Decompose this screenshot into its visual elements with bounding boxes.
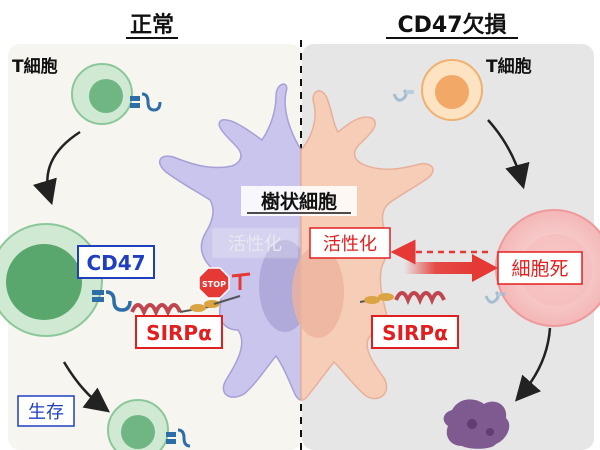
t-cell-middle-left <box>0 223 103 337</box>
dendritic-label-bg <box>241 186 357 216</box>
label-cell-death: 細胞死 <box>511 258 568 280</box>
label-cd47: CD47 <box>86 251 145 275</box>
stop-sign-icon: STOP <box>198 267 230 299</box>
sirpa-receptor-right <box>359 291 446 306</box>
label-sirpa-right: SIRPα <box>382 321 448 345</box>
dendritic-cell-left <box>158 83 302 401</box>
sirpa-receptor-left <box>130 295 241 318</box>
inhibition-icon <box>231 272 251 290</box>
arrow-t-cell-right-down <box>487 119 530 190</box>
t-cell-top-right <box>421 59 483 121</box>
free-cd47-fragment-top <box>392 88 414 102</box>
activation-left-box <box>211 227 299 259</box>
bold-arrow-to-cell-death <box>404 254 498 282</box>
sirpa-right-box <box>371 315 459 349</box>
cd47-receptor <box>92 290 132 312</box>
label-sirpa-left: SIRPα <box>146 321 212 345</box>
label-activation-left: 活性化 <box>228 234 282 255</box>
arrow-dying-to-dead <box>515 327 552 402</box>
label-t-cell-left: T細胞 <box>12 56 58 77</box>
stop-sign-label: STOP <box>202 280 226 289</box>
cd47-label-box <box>77 245 155 279</box>
t-cell-top-left <box>71 63 162 125</box>
sirpa-left-box <box>135 315 223 349</box>
label-survival: 生存 <box>28 402 64 423</box>
arrow-t-cell-to-interaction <box>32 130 81 206</box>
activation-right-box <box>309 227 391 259</box>
heading-cd47-deficient: CD47欠損 <box>397 12 507 38</box>
heading-normal: 正常 <box>130 12 174 38</box>
arrow-interaction-to-survival <box>62 361 110 413</box>
label-dendritic-cell: 樹状細胞 <box>261 190 337 213</box>
free-cd47-fragment-bottom <box>484 290 506 304</box>
label-t-cell-right: T細胞 <box>486 56 532 77</box>
dead-cell <box>443 399 510 449</box>
label-activation-right: 活性化 <box>323 234 377 255</box>
dendritic-nucleus-right <box>292 246 344 338</box>
survival-box <box>17 395 75 427</box>
cell-death-box <box>497 251 583 285</box>
t-cell-bottom-left <box>107 399 191 450</box>
